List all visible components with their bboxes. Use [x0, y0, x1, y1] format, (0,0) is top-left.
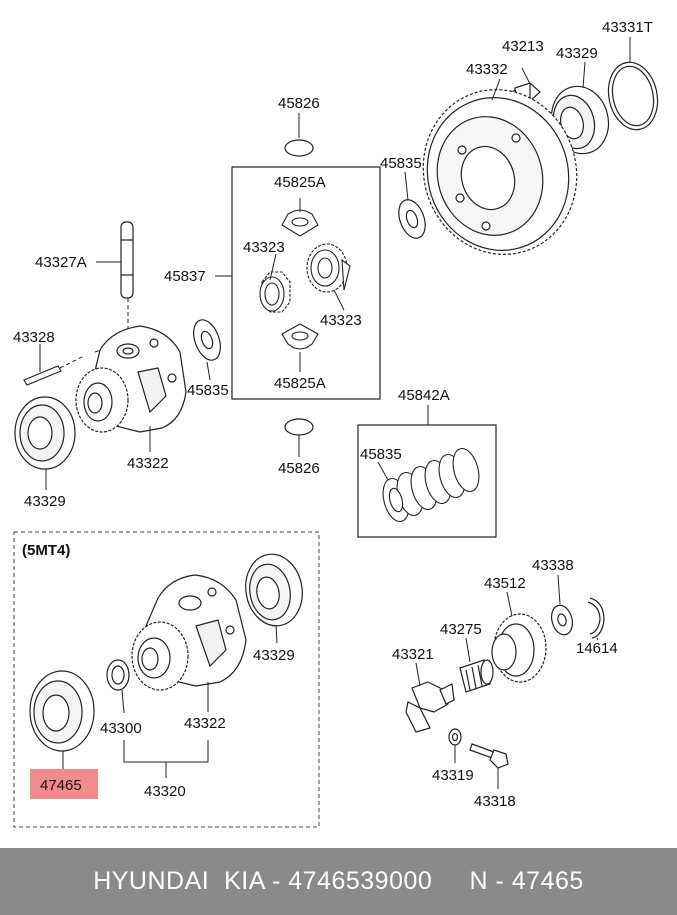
- roller-bearing-43275: [459, 659, 494, 693]
- label-45835-kit: 45835: [360, 446, 402, 463]
- bearing-47465: [29, 670, 95, 752]
- bracket-43320: [123, 740, 209, 778]
- label-45826-bottom: 45826: [278, 460, 320, 477]
- label-43323-right: 43323: [320, 312, 362, 329]
- label-43328: 43328: [13, 329, 55, 346]
- side-gear-43323-right: [306, 243, 351, 293]
- washer-43338: [550, 604, 574, 636]
- label-43213: 43213: [502, 38, 544, 55]
- variant-box-5mt4: [13, 531, 320, 828]
- bearing-43329-left: [14, 396, 76, 470]
- label-43275: 43275: [440, 621, 482, 638]
- shim-43331t: [607, 61, 659, 131]
- label-43332: 43332: [466, 61, 508, 78]
- bearing-43329-lower: [245, 553, 303, 627]
- kit-box-45842a: [357, 424, 497, 538]
- label-45837: 45837: [164, 268, 206, 285]
- shaft-43321: [405, 681, 455, 733]
- label-43329-lower: 43329: [253, 647, 295, 664]
- label-43329-left: 43329: [24, 493, 66, 510]
- label-45835-right: 45835: [380, 155, 422, 172]
- label-43327a: 43327A: [35, 254, 87, 271]
- snap-ring-14614: [587, 597, 605, 639]
- label-5mt4: (5MT4): [22, 542, 70, 559]
- label-45835-mid: 45835: [187, 382, 229, 399]
- label-43320: 43320: [144, 783, 186, 800]
- label-45826-top: 45826: [278, 95, 320, 112]
- diff-case-43322-lower: [131, 574, 247, 691]
- diff-case-43322-top: [75, 325, 187, 433]
- label-43321: 43321: [392, 646, 434, 663]
- label-14614: 14614: [576, 640, 618, 657]
- label-43300: 43300: [100, 720, 142, 737]
- pinion-gear-45825a-top: [281, 209, 319, 237]
- washer-45835-right: [398, 199, 426, 239]
- label-47465: 47465: [40, 777, 82, 794]
- washer-43319: [448, 728, 462, 746]
- label-43322-top: 43322: [127, 455, 169, 472]
- seal-43300: [106, 659, 130, 691]
- label-43323-left: 43323: [243, 239, 285, 256]
- shaft-43327a: [120, 221, 134, 299]
- pin-43328: [23, 365, 62, 386]
- label-43322-lower: 43322: [184, 715, 226, 732]
- washer-45826-top: [284, 139, 314, 157]
- label-43329-top: 43329: [556, 45, 598, 62]
- footer-bar: HYUNDAI KIA - 4746539000 N - 47465: [0, 848, 677, 915]
- pinion-gear-45825a-bottom: [281, 323, 319, 350]
- label-43338: 43338: [532, 557, 574, 574]
- parts-diagram: 43331T 43213 43329 43332 45826 45835 458…: [13, 19, 659, 828]
- label-45842a: 45842A: [398, 387, 450, 404]
- footer-text: HYUNDAI KIA - 4746539000 N - 47465: [93, 867, 584, 895]
- kit-box-45837: [231, 166, 381, 400]
- label-43319: 43319: [432, 767, 474, 784]
- label-43318: 43318: [474, 793, 516, 810]
- gear-43512: [491, 613, 547, 683]
- bolt-43318: [469, 743, 509, 769]
- label-43331t: 43331T: [602, 19, 653, 36]
- shim-stack-45835: [382, 447, 480, 523]
- washer-45826-bottom: [284, 418, 314, 436]
- ring-gear-43332: [422, 89, 578, 255]
- side-gear-43323-left: [259, 271, 291, 313]
- washer-45835-mid: [193, 319, 221, 361]
- label-45825a-bottom: 45825A: [274, 375, 326, 392]
- label-43512: 43512: [484, 575, 526, 592]
- label-45825a-top: 45825A: [274, 174, 326, 191]
- highlight-47465: [30, 769, 98, 799]
